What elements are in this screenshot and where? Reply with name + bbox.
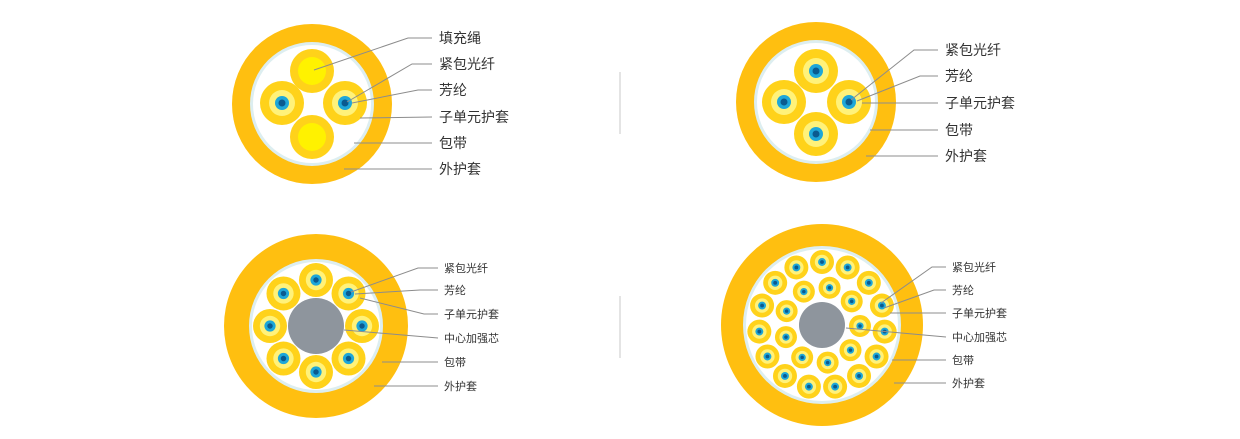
sub-unit xyxy=(772,363,797,388)
callout-label: 子单元护套 xyxy=(952,306,1007,320)
sub-unit xyxy=(755,344,780,369)
sub-unit xyxy=(827,80,871,124)
callout-label: 中心加强芯 xyxy=(952,330,1007,344)
sub-unit xyxy=(794,49,838,93)
binder-inner xyxy=(757,43,875,161)
sub-unit xyxy=(762,80,806,124)
sub-unit xyxy=(763,270,788,295)
cable-diagram-4: 紧包光纤 芳纶 子单元护套 中心加强芯 包带 外护套 xyxy=(721,224,1007,426)
leader-line xyxy=(856,75,938,102)
callout-label: 子单元护套 xyxy=(439,110,509,126)
sub-unit xyxy=(816,351,839,374)
callout-label: 芳纶 xyxy=(952,283,974,297)
sub-unit xyxy=(775,300,798,323)
callout-label: 紧包光纤 xyxy=(945,43,1001,59)
sub-unit xyxy=(848,314,871,337)
callout-label: 紧包光纤 xyxy=(952,260,996,274)
central-strength-member xyxy=(288,298,344,354)
sub-unit xyxy=(823,374,848,399)
sub-unit xyxy=(869,293,894,318)
sub-unit xyxy=(750,293,775,318)
callout-label: 包带 xyxy=(439,136,467,152)
sub-unit xyxy=(796,374,821,399)
sub-unit xyxy=(345,309,379,343)
sub-unit xyxy=(331,276,366,311)
leader-line xyxy=(883,289,946,309)
sub-unit xyxy=(794,112,838,156)
sub-unit xyxy=(856,270,881,295)
sub-unit xyxy=(840,290,863,313)
callout-label: 紧包光纤 xyxy=(439,57,495,73)
leader-line xyxy=(351,89,432,104)
leader-line xyxy=(359,297,438,315)
leader-line xyxy=(880,266,946,304)
leader-line xyxy=(359,116,433,119)
sub-unit xyxy=(253,309,287,343)
sub-unit xyxy=(299,263,333,297)
callout-label: 包带 xyxy=(945,123,973,139)
leader-line xyxy=(354,289,438,295)
callout-label: 紧包光纤 xyxy=(444,261,488,275)
sub-unit xyxy=(266,341,301,376)
callout-label: 包带 xyxy=(444,356,466,369)
sub-unit xyxy=(747,319,772,344)
sub-unit xyxy=(784,255,809,280)
sub-unit xyxy=(266,276,301,311)
callout-label: 填充绳 xyxy=(439,31,481,47)
leader-line xyxy=(313,37,432,71)
callout-label: 包带 xyxy=(952,354,974,367)
sub-unit xyxy=(791,346,814,369)
filler-cord xyxy=(290,115,334,159)
cable-diagram-2: 紧包光纤 芳纶 子单元护套 包带 外护套 xyxy=(736,22,1015,182)
callout-label: 子单元护套 xyxy=(945,96,1015,112)
sub-unit xyxy=(818,276,841,299)
callout-label: 芳纶 xyxy=(439,82,467,99)
leader-line xyxy=(850,49,938,101)
leader-line xyxy=(346,63,432,103)
sub-unit xyxy=(835,255,860,280)
filler-cord xyxy=(290,49,334,93)
cable-diagram-1: 填充绳 紧包光纤 芳纶 子单元护套 包带 外护套 xyxy=(232,24,509,184)
callout-label: 芳纶 xyxy=(945,68,973,85)
sub-unit xyxy=(792,280,815,303)
sub-unit xyxy=(810,250,834,274)
callout-label: 中心加强芯 xyxy=(444,331,499,345)
callout-label: 外护套 xyxy=(444,379,477,393)
leader-line xyxy=(343,329,439,339)
sub-unit-ring xyxy=(253,263,379,389)
sub-unit xyxy=(331,341,366,376)
callout-label: 外护套 xyxy=(952,376,985,390)
sub-unit xyxy=(323,81,367,125)
callout-label: 外护套 xyxy=(439,162,481,178)
central-strength-member xyxy=(799,302,845,348)
sub-unit-rings xyxy=(747,250,897,399)
sub-unit xyxy=(839,339,862,362)
cable-diagram-3: 紧包光纤 芳纶 子单元护套 中心加强芯 包带 外护套 xyxy=(224,234,499,418)
sub-unit xyxy=(864,344,889,369)
binder-inner xyxy=(253,45,371,163)
callout-label: 子单元护套 xyxy=(444,307,499,321)
leader-line xyxy=(845,327,947,338)
callout-label: 外护套 xyxy=(945,149,987,165)
callout-label: 芳纶 xyxy=(444,283,466,297)
leader-line xyxy=(350,267,438,293)
sub-unit xyxy=(847,363,872,388)
sub-unit xyxy=(774,326,797,349)
sub-unit xyxy=(299,355,333,389)
sub-unit xyxy=(260,81,304,125)
